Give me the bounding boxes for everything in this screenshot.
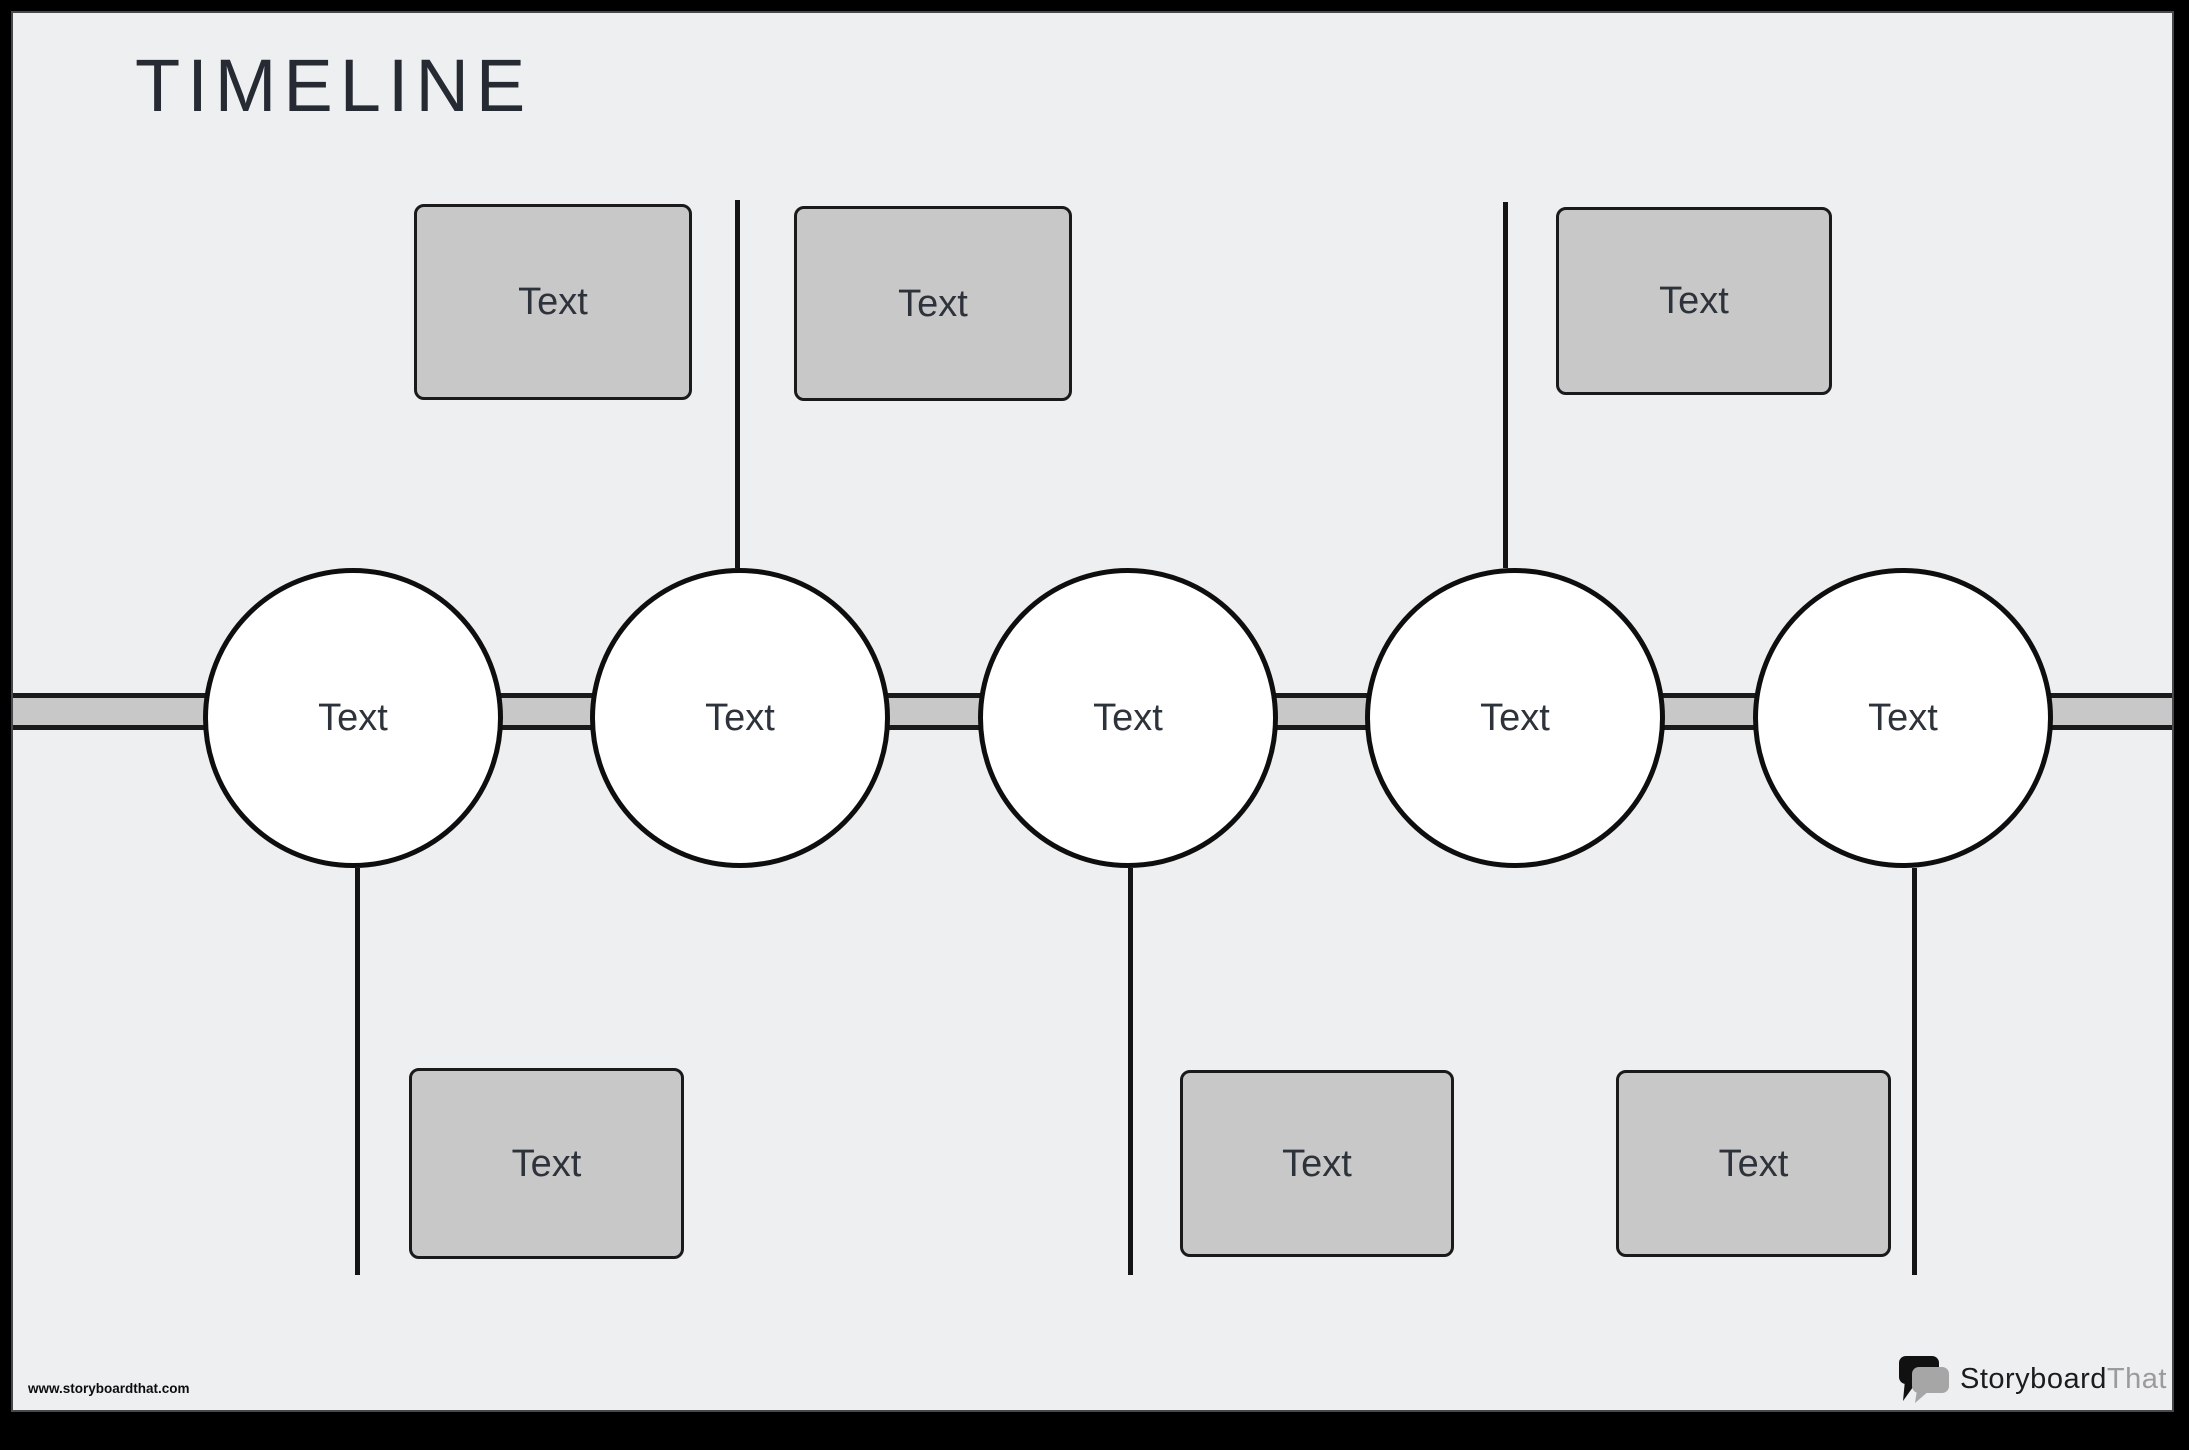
timeline-node-1[interactable]: Text [203,568,503,868]
event-box-bottom-4[interactable]: Text [409,1068,684,1259]
page-title: TIMELINE [135,44,533,127]
timeline-node-3[interactable]: Text [978,568,1278,868]
event-box-label: Text [1718,1142,1789,1185]
timeline-node-label: Text [705,697,775,739]
brand-wordmark-primary: Storyboard [1960,1362,2107,1395]
timeline-node-label: Text [1868,697,1938,739]
event-box-top-1[interactable]: Text [414,204,692,400]
timeline-node-5[interactable]: Text [1753,568,2053,868]
event-box-bottom-6[interactable]: Text [1616,1070,1891,1257]
event-box-top-2[interactable]: Text [794,206,1072,401]
event-box-bottom-5[interactable]: Text [1180,1070,1454,1257]
event-box-label: Text [898,282,968,325]
speech-bubbles-icon [1897,1354,1953,1404]
watermark-url: www.storyboardthat.com [28,1381,190,1396]
event-box-label: Text [1659,280,1729,322]
event-box-label: Text [518,281,588,323]
timeline-node-2[interactable]: Text [590,568,890,868]
connector-line [1502,202,1508,568]
timeline-node-label: Text [1480,697,1550,739]
connector-line [1127,868,1133,1275]
event-box-label: Text [1282,1142,1352,1185]
event-box-top-3[interactable]: Text [1556,207,1832,395]
brand-wordmark: StoryboardThat [1960,1362,2167,1395]
timeline-node-label: Text [1093,697,1163,739]
event-box-label: Text [511,1142,582,1185]
connector-line [1911,868,1917,1275]
connector-line [354,868,360,1275]
timeline-node-label: Text [318,697,388,739]
connector-line [734,200,740,568]
storyboardthat-logo: StoryboardThat [1897,1353,2167,1405]
brand-wordmark-secondary: That [2106,1362,2167,1395]
timeline-node-4[interactable]: Text [1365,568,1665,868]
